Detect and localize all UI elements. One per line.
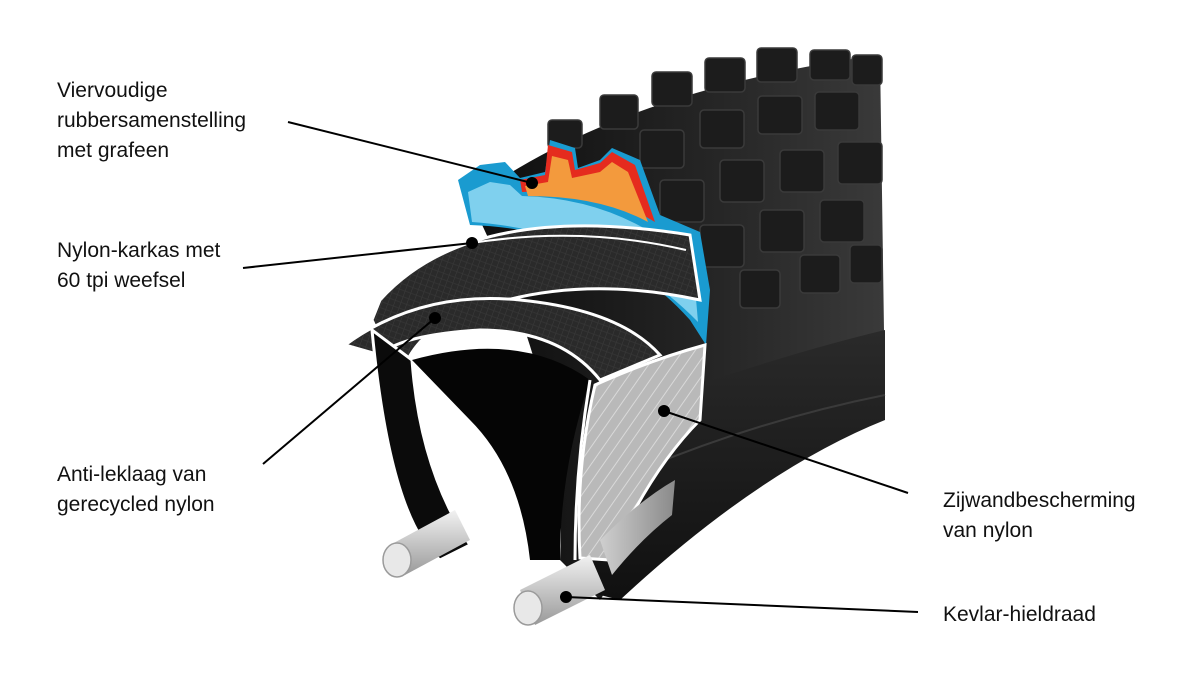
label-kevlar-bead: Kevlar-hieldraad — [943, 600, 1096, 630]
label-rubber-line-2: rubbersamenstelling — [57, 109, 247, 132]
label-puncture-line-1: Anti-leklaag van — [57, 463, 207, 486]
puncture-layer — [341, 296, 663, 382]
sidewall-protection — [577, 342, 707, 575]
leader-sidewall — [663, 410, 909, 494]
leader-carcass-dot — [466, 237, 478, 249]
label-nylon-carcass: Nylon-karkas met 60 tpi weefsel — [57, 236, 220, 296]
bead-rods — [382, 510, 605, 626]
leader-puncture — [262, 317, 436, 465]
label-rubber-line-3: met grafeen — [57, 139, 170, 162]
label-sidewall-line-1: Zijwandbescherming — [943, 489, 1136, 512]
label-puncture-line-2: gerecycled nylon — [57, 493, 215, 516]
label-bead-line-1: Kevlar-hieldraad — [943, 603, 1096, 626]
label-carcass-line-2: 60 tpi weefsel — [57, 269, 186, 292]
label-carcass-line-1: Nylon-karkas met — [57, 239, 221, 262]
leader-rubber — [287, 121, 533, 184]
nylon-carcass — [370, 224, 702, 385]
label-sidewall-protection: Zijwandbescherming van nylon — [943, 486, 1136, 546]
leader-puncture-dot — [429, 312, 441, 324]
leader-carcass — [242, 242, 473, 269]
leader-rubber-dot — [526, 177, 538, 189]
tire-inner-wall — [370, 326, 592, 562]
label-sidewall-line-2: van nylon — [943, 519, 1033, 542]
label-rubber-line-1: Viervoudige — [57, 79, 168, 102]
label-rubber-compound: Viervoudige rubbersamenstelling met graf… — [57, 76, 246, 166]
label-puncture-layer: Anti-leklaag van gerecycled nylon — [57, 460, 215, 520]
leader-bead-dot — [560, 591, 572, 603]
leader-sidewall-dot — [658, 405, 670, 417]
leader-bead — [565, 596, 919, 613]
leader-lines — [242, 121, 919, 613]
tread-knobs — [547, 47, 883, 309]
